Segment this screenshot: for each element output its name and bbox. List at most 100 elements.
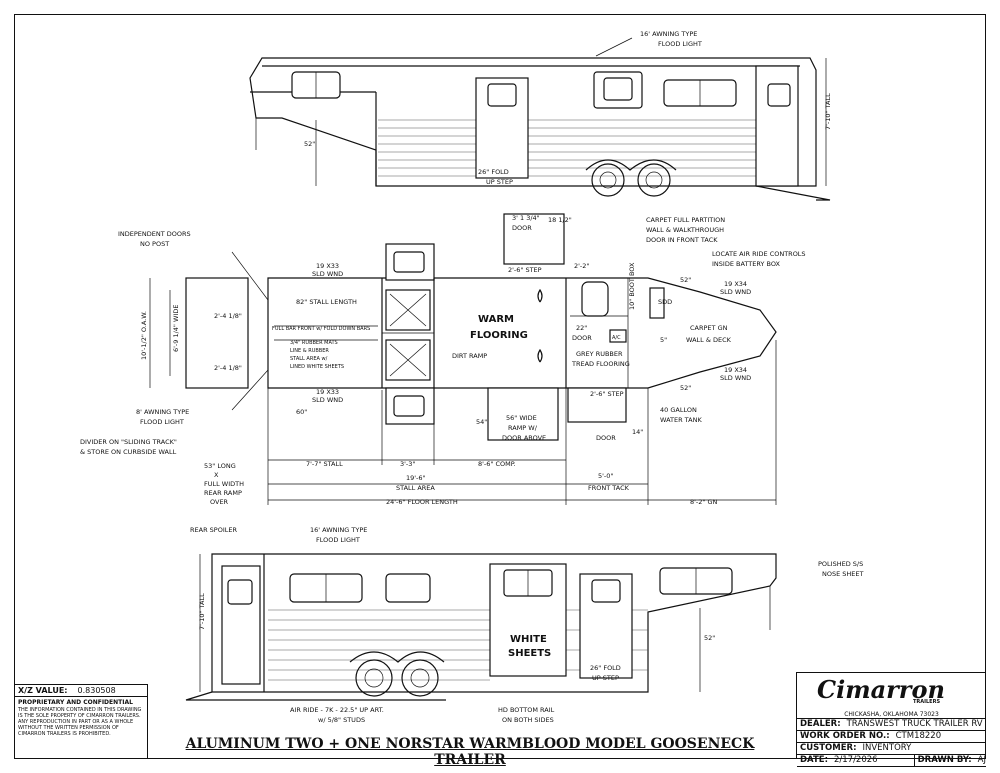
- proprietary-text: THE INFORMATION CONTAINED IN THIS DRAWIN…: [18, 707, 142, 737]
- customer-value: INVENTORY: [862, 743, 912, 753]
- d227-label: 2'-2": [574, 262, 589, 270]
- carpetgn-label-2: WALL & DECK: [686, 336, 732, 344]
- rubber-label-1: 3/4" RUBBER MATS: [290, 340, 338, 346]
- hd-label-2: ON BOTH SIDES: [502, 716, 554, 724]
- sld2a-label: 19 X33: [316, 388, 339, 396]
- aw8-label-1: 8' AWNING TYPE: [136, 408, 189, 416]
- d5-label: 5": [660, 336, 667, 344]
- dealer-value: TRANSWEST TRUCK TRAILER RV: [846, 719, 983, 729]
- awning-label-1: 16' AWNING TYPE: [310, 526, 367, 534]
- carpet-label-2: WALL & WALKTHROUGH: [646, 226, 724, 234]
- sld1b-label: SLD WND: [312, 270, 343, 278]
- stallarea-label: 19'-6": [406, 474, 426, 482]
- door3-label: DOOR: [596, 434, 616, 442]
- d33-label: 3'-3": [400, 460, 415, 468]
- sdd-label: SDD: [658, 298, 672, 306]
- awning-label: 16' AWNING TYPE: [640, 30, 697, 38]
- air-label-1: AIR RIDE - 7K - 22.5" UP ART.: [290, 706, 384, 714]
- divider-label-1: DIVIDER ON "SLIDING TRACK": [80, 438, 177, 446]
- fold-label-1: 26" FOLD: [478, 168, 509, 176]
- customer-key: CUSTOMER:: [800, 743, 857, 753]
- proprietary-heading: PROPRIETARY AND CONFIDENTIAL: [18, 699, 133, 706]
- divider-label-2: & STORE ON CURBSIDE WALL: [80, 448, 177, 456]
- indep-label-1: INDEPENDENT DOORS: [118, 230, 191, 238]
- ft-label: 5'-0": [598, 472, 613, 480]
- warm-label-2: FLOORING: [470, 330, 528, 341]
- d14-label: 14": [632, 428, 643, 436]
- fold-bottom-2: UP STEP: [592, 674, 619, 682]
- warm-label-1: WARM: [478, 314, 514, 325]
- loc-label-1: LOCATE AIR RIDE CONTROLS: [712, 250, 806, 258]
- fold-label-2: UP STEP: [486, 178, 513, 186]
- fold-bottom-1: 26" FOLD: [590, 664, 621, 672]
- drawing-title: ALUMINUM TWO + ONE NORSTAR WARMBLOOD MOD…: [185, 736, 755, 768]
- d18-label: 18 1/2": [548, 216, 572, 224]
- loc-label-2: INSIDE BATTERY BOX: [712, 260, 781, 268]
- ramp-label-2: RAMP W/: [508, 424, 538, 432]
- d22-label: 22": [576, 324, 587, 332]
- grey-label-2: TREAD FLOORING: [571, 360, 630, 368]
- brand-name: Cimarron: [817, 675, 945, 704]
- gal-label-2: WATER TANK: [660, 416, 702, 424]
- date-key: DATE:: [800, 755, 828, 765]
- indep-label-2: NO POST: [140, 240, 169, 248]
- wide-label: 6'-9 1/4" WIDE: [172, 305, 180, 352]
- stall82-label: 82" STALL LENGTH: [296, 298, 357, 306]
- drawing-frame: [14, 14, 986, 759]
- sld4b-label: SLD WND: [720, 374, 751, 382]
- drawn-key: DRAWN BY:: [913, 755, 972, 766]
- long-label-2: X: [214, 471, 219, 479]
- long-label-5: OVER: [210, 498, 229, 506]
- flood-label: FLOOD LIGHT: [658, 40, 702, 48]
- fronttack-label: FRONT TACK: [588, 484, 630, 492]
- title-block: Cimarron TRAILERS CHICKASHA, OKLAHOMA 73…: [796, 672, 986, 767]
- carpet-label-3: DOOR IN FRONT TACK: [646, 236, 718, 244]
- carpetgn-label-1: CARPET GN: [690, 324, 728, 332]
- rubber-label-4: LINED WHITE SHEETS: [290, 364, 344, 370]
- gn-label: 8'-2" GN: [690, 498, 717, 506]
- rubber-label-2: LINE & RUBBER: [290, 348, 329, 354]
- d54-label: 54": [476, 418, 487, 426]
- awning-label-2: FLOOD LIGHT: [316, 536, 360, 544]
- d21b-label: 2'-4 1/8": [214, 364, 242, 372]
- carpet-label-1: CARPET FULL PARTITION: [646, 216, 725, 224]
- oaw-label: 10'-1/2" O.A.W.: [140, 311, 148, 360]
- dim52-label: 52": [304, 140, 315, 148]
- cimarron-logo: Cimarron TRAILERS: [797, 673, 986, 711]
- door313-label: 3' 1 3/4": [512, 214, 540, 222]
- sld2b-label: SLD WND: [312, 396, 343, 404]
- drawn-value: AJ: [977, 755, 986, 765]
- long-label-3: FULL WIDTH: [204, 480, 244, 488]
- side-elevation-top: 16' AWNING TYPE FLOOD LIGHT 7'-10" TALL …: [249, 30, 832, 201]
- boot-label: 10" BOOT BOX: [628, 262, 636, 310]
- ramp-label-1: 56" WIDE: [506, 414, 537, 422]
- polish-label-1: POLISHED S/S: [818, 560, 863, 568]
- stallarea2-label: STALL AREA: [396, 484, 435, 492]
- side-elevation-bottom: REAR SPOILER 16' AWNING TYPE FLOOD LIGHT…: [185, 526, 864, 724]
- hd-label-1: HD BOTTOM RAIL: [498, 706, 555, 714]
- xz-value: 0.830508: [77, 686, 116, 695]
- step26b-label: 2'-6" STEP: [590, 390, 624, 398]
- bars-label: FULL BAR FRONT w/ FOLD DOWN BARS: [272, 326, 370, 332]
- ac-label: A/C: [612, 335, 621, 341]
- door2-label: DOOR: [572, 334, 592, 342]
- xz-panel: X/Z VALUE:0.830508 PROPRIETARY AND CONFI…: [14, 684, 148, 759]
- sld1a-label: 19 X33: [316, 262, 339, 270]
- dealer-key: DEALER:: [800, 719, 841, 729]
- rubber-label-3: STALL AREA w/: [290, 356, 328, 362]
- ws-label: 60": [296, 408, 307, 416]
- step26a-label: 2'-6" STEP: [508, 266, 542, 274]
- long-label-1: 53" LONG: [204, 462, 236, 470]
- polish-label-2: NOSE SHEET: [822, 570, 864, 578]
- aw8-label-2: FLOOD LIGHT: [140, 418, 184, 426]
- d21a-label: 2'-4 1/8": [214, 312, 242, 320]
- white-label-1: WHITE: [510, 634, 547, 645]
- comp-label: 8'-6" COMP.: [478, 460, 516, 468]
- tall-label: 7'-10" TALL: [824, 93, 832, 130]
- white-label-2: SHEETS: [508, 648, 551, 659]
- door-label: DOOR: [512, 224, 532, 232]
- grey-label-1: GREY RUBBER: [576, 350, 623, 358]
- air-label-2: w/ 5/8" STUDS: [318, 716, 365, 724]
- sld4a-label: 19 X34: [724, 366, 747, 374]
